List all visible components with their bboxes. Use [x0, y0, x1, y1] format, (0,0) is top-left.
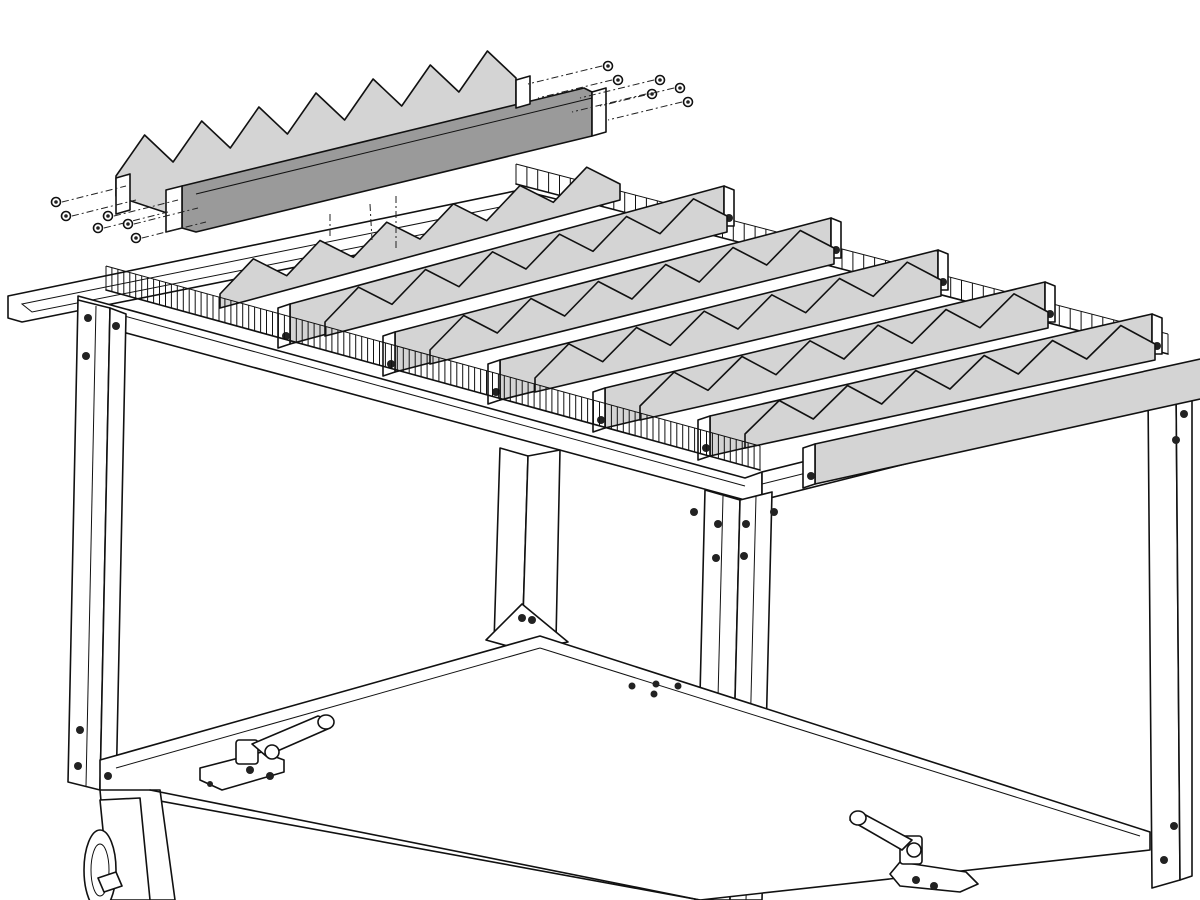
rail-finger [105, 266, 761, 470]
screw-axis [607, 101, 683, 121]
guide-line [369, 203, 373, 241]
rail-top [515, 163, 1169, 335]
frame-bolt [1170, 822, 1178, 830]
screw-socket [686, 100, 690, 104]
frame-bolt [74, 762, 82, 770]
screw-axis [141, 221, 207, 239]
screw-socket [606, 64, 610, 68]
screw-socket [106, 214, 110, 218]
frame-bolt [1172, 436, 1180, 444]
screw-axis [571, 93, 647, 113]
slat-serrated-face [744, 324, 1156, 449]
screw-axis [537, 79, 613, 99]
screw-axis [71, 199, 137, 217]
screw-axis [133, 207, 199, 225]
frame-bolt [690, 508, 698, 516]
caster-wheel [83, 797, 151, 900]
serrated-slats [219, 166, 1200, 489]
rail-edge [105, 289, 761, 471]
screw-axis [527, 65, 603, 85]
frame-bolt [84, 314, 92, 322]
frame-bolt [104, 772, 112, 780]
slat-screw [807, 472, 815, 480]
screw-axis [103, 211, 169, 229]
screw-socket [126, 222, 130, 226]
slat-serrated-face [219, 166, 621, 309]
frame-bolt [1180, 410, 1188, 418]
slat [744, 324, 1200, 489]
slat-serrated-face [429, 229, 835, 365]
frame-bolt [714, 520, 722, 528]
slat-serrated-face [639, 292, 1049, 421]
frame-bolt [112, 322, 120, 330]
screw-axis [579, 79, 655, 99]
frame-bolt [518, 614, 526, 622]
slat-serrated-face [324, 198, 728, 337]
screw-socket [96, 226, 100, 230]
frame-bolt [76, 726, 84, 734]
frame-bolt [742, 520, 750, 528]
slat-screw [597, 416, 605, 424]
frame-bolt [770, 508, 778, 516]
rail-top [105, 265, 761, 447]
rail-edge [515, 183, 1169, 355]
mounting-screws [50, 60, 694, 250]
screw-socket [64, 214, 68, 218]
screw-axis [61, 185, 127, 203]
frame-bolt [1160, 856, 1168, 864]
screw-axis [599, 87, 675, 107]
screw-socket [616, 78, 620, 82]
frame-bolt [82, 352, 90, 360]
frame-bolt [740, 552, 748, 560]
slotted-rail-front [105, 265, 761, 471]
slat-end-bracket [802, 443, 816, 489]
screw-socket [54, 200, 58, 204]
toggle-clamp-right [849, 810, 979, 893]
screw-socket [134, 236, 138, 240]
slat-serrated-face [534, 261, 942, 393]
frame-bolt [528, 616, 536, 624]
toggle-clamp-left [199, 714, 335, 791]
screw-socket [678, 86, 682, 90]
screw-axis [113, 199, 179, 217]
frame-bolt [712, 554, 720, 562]
screw-socket [658, 78, 662, 82]
